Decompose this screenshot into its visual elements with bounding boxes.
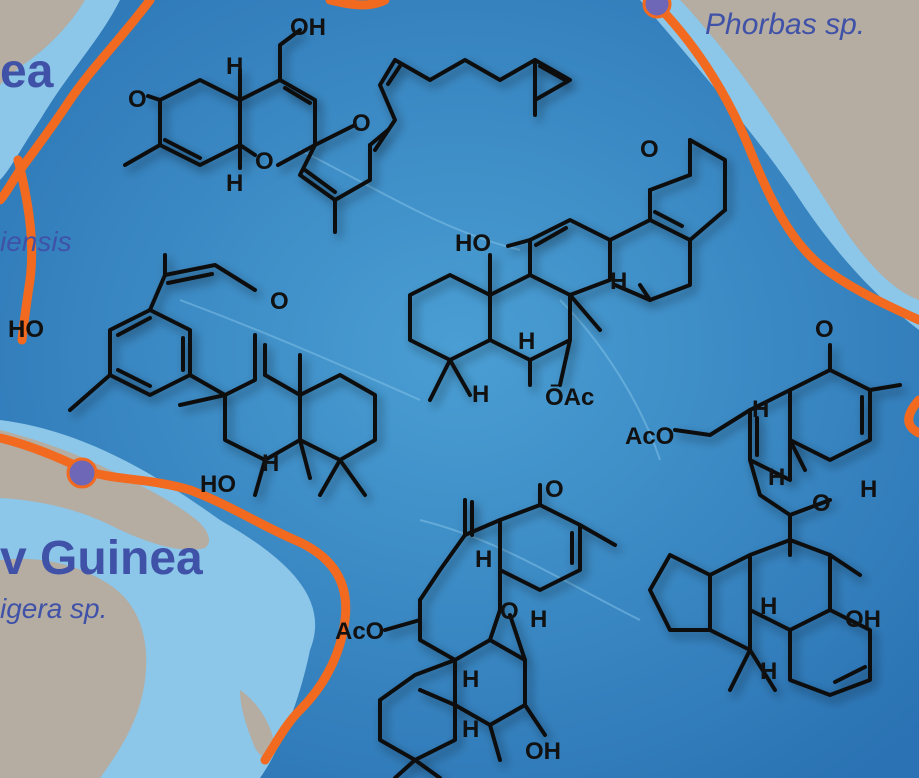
m2-atom-h-lower: H <box>472 381 490 408</box>
molecule-5 <box>378 483 617 778</box>
m5-atom-aco: AcO <box>335 618 385 645</box>
species-label-top-right: Phorbas sp. <box>705 8 866 41</box>
m1-atom-h-top: H <box>226 53 244 80</box>
molecule-1 <box>123 28 572 234</box>
m5-atom-oh: OH <box>525 738 561 765</box>
m5-atom-h-right: H <box>530 606 548 633</box>
m4-atom-h-bottom: H <box>760 658 778 685</box>
m1-atom-oh: OH <box>290 14 326 41</box>
m4-atom-o-ketone: O <box>815 316 834 343</box>
m4-atom-o-pyran: O <box>812 490 831 517</box>
m4-atom-h-ring: H <box>768 464 786 491</box>
molecule-4 <box>648 343 902 697</box>
m4-atom-aco: AcO <box>625 423 675 450</box>
m5-atom-o-ketone: O <box>545 476 564 503</box>
m3-atom-ho-left: HO <box>8 316 44 343</box>
land-island-right <box>846 188 919 261</box>
m5-atom-h-center: H <box>462 666 480 693</box>
land-australia <box>0 558 147 778</box>
plate-boundary-top <box>325 0 390 10</box>
m2-atom-o-ketone: O <box>640 136 659 163</box>
location-dot-new-guinea <box>66 457 98 489</box>
m2-atom-ho: HO <box>455 230 491 257</box>
m4-atom-h-top: H <box>752 396 770 423</box>
plate-boundary-trench-left <box>13 155 37 345</box>
m2-atom-oac: ŌAc <box>545 384 595 411</box>
plate-boundary-left <box>0 0 155 205</box>
m1-atom-o-ketone: O <box>128 86 147 113</box>
land-new-caledonia <box>240 690 275 757</box>
m1-atom-o-spiro: O <box>352 110 371 137</box>
molecule-3 <box>68 253 377 497</box>
species-label-left-partial: iensis <box>0 226 72 257</box>
species-label-bottom-left: igera sp. <box>0 593 108 624</box>
m2-atom-h-right: H <box>610 268 628 295</box>
m1-atom-o-pyran: O <box>255 148 274 175</box>
region-label-top-left: ea <box>0 45 54 98</box>
molecule-2 <box>408 138 727 402</box>
m4-atom-oh: OH <box>845 606 881 633</box>
m4-atom-h-right: H <box>860 476 878 503</box>
region-label-new-guinea: v Guinea <box>0 532 203 585</box>
m3-atom-h: H <box>262 450 280 477</box>
location-dot-top <box>642 0 672 19</box>
m5-atom-h-lower: H <box>462 716 480 743</box>
m1-atom-h-bottom: H <box>226 170 244 197</box>
m5-atom-o-ring: O <box>500 598 519 625</box>
plate-boundary-right <box>655 3 919 325</box>
land-top-left <box>0 0 85 85</box>
m4-atom-h-mid: H <box>760 593 778 620</box>
seafloor-ridges <box>179 149 661 621</box>
m2-atom-h-middle: H <box>518 328 536 355</box>
m5-atom-h-top: H <box>475 546 493 573</box>
m3-atom-o-ketone: O <box>270 288 289 315</box>
m3-atom-ho-bottom: HO <box>200 471 236 498</box>
plate-boundary-bottom-right <box>904 395 919 438</box>
